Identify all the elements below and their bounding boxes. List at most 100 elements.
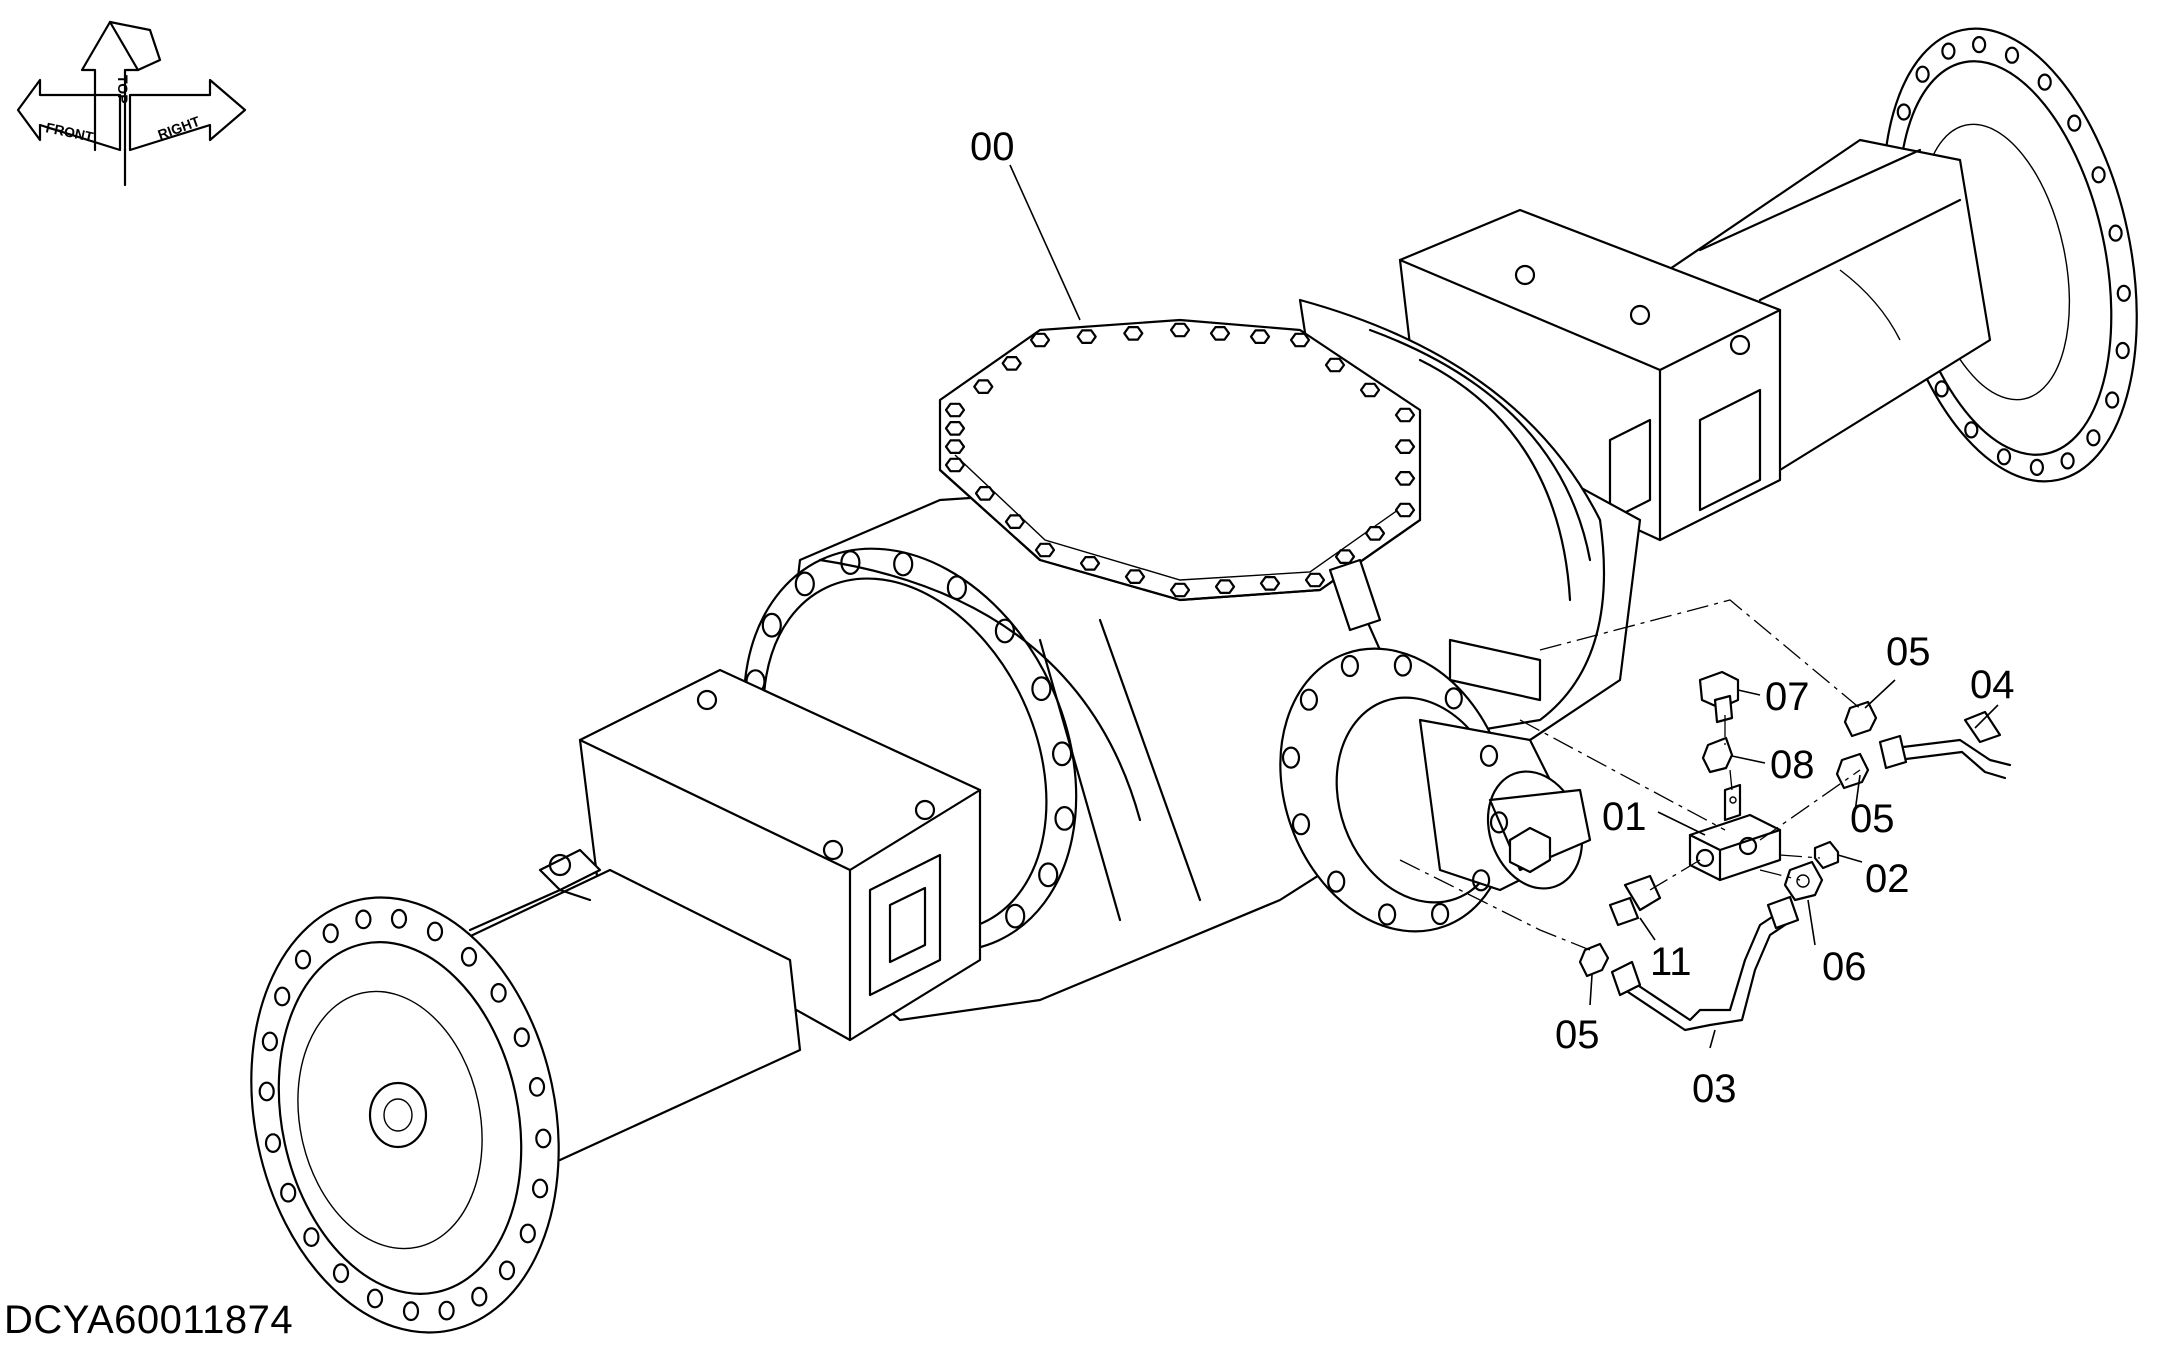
cover-bolt [1394,439,1416,454]
flange-bolt-hole [322,923,339,944]
flange-bolt-hole [274,986,291,1007]
pinion-flange-bolt [1340,654,1360,678]
pinion-flange-bolt [1444,687,1463,710]
flange-bolt-hole [2091,166,2106,184]
cover-bolt [1214,579,1236,595]
cover-bolt [1334,549,1356,565]
ring-bolt [893,551,914,577]
pinion-flange-bolt [1471,869,1491,892]
orientation-front-label: FRONT [44,119,95,145]
callout-03: 03 [1692,1067,1737,1111]
part-03-pipe [1610,895,1800,1032]
flange-bolt-hole [303,1227,320,1247]
cover-bolt [1359,382,1381,398]
assembly-lines [1399,599,1863,951]
cover-bolt [1324,357,1346,373]
flange-bolt-hole [2067,114,2082,132]
callout-05-middle: 05 [1850,797,1895,841]
ring-bolt [840,550,861,575]
cover-bolt [944,457,966,473]
pinion-flange-bolt [1299,688,1319,711]
cover-bolt [1169,582,1191,598]
flange-bolt-hole [264,1133,282,1153]
callout-07: 07 [1765,675,1810,719]
flange-bolt-hole [498,1260,516,1281]
pinion-flange-bolt [1430,902,1450,926]
ring-bolt [946,575,968,601]
flange-bolt-hole [355,909,372,930]
cover-bolt [944,439,966,454]
flange-bolt-hole [528,1076,546,1097]
cover-bolt [1076,329,1097,344]
flange-bolt-hole [490,983,507,1003]
flange-bolt-hole [1915,65,1930,83]
flange-bolt-hole [460,946,478,967]
flange-bolt-hole [2037,73,2052,91]
part-01-block [1688,783,1782,882]
part-02-plug [1813,840,1840,870]
part-08-fitting [1701,736,1734,774]
callout-05-top: 05 [1886,630,1931,674]
flange-bolt-hole [426,921,444,942]
ring-bolt [994,618,1016,644]
flange-bolt-hole [366,1288,384,1309]
cover-bolt [944,402,966,418]
flange-bolt-hole [513,1027,530,1048]
flange-bolt-hole [280,1182,297,1203]
cover-bolt [1394,407,1416,423]
flange-bolt-hole [438,1300,455,1321]
flange-bolt-hole [471,1286,488,1307]
part-05-fittings [1578,700,1878,978]
orientation-top-label: TOP [115,75,131,104]
flange-bolt-hole [2116,284,2131,302]
cover-bolt [944,421,966,436]
cover-bolt [1304,572,1326,588]
ring-bolt [1054,806,1075,831]
part-07-elbow [1698,670,1740,724]
callout-04: 04 [1970,663,2015,707]
orientation-right-label: RIGHT [156,113,203,143]
ring-bolt [1038,862,1059,888]
callout-05-bottom: 05 [1555,1013,1600,1057]
flange-bolt-hole [2115,341,2130,360]
callout-00: 00 [970,125,1015,169]
flange-bolt-hole [1996,448,2012,466]
flange-bolt-hole [1896,103,1911,121]
flange-bolt-hole [2004,46,2020,64]
cover-bolt [1209,326,1231,341]
flange-bolt-hole [535,1128,552,1149]
cover-bolt [1169,322,1191,338]
cover-bolt [1079,555,1101,571]
part-11-sensor [1608,874,1662,927]
drawing-code: DCYA60011874 [4,1298,294,1342]
part-06-elbow [1783,860,1824,902]
cover-bolt [1029,332,1051,348]
flange-bolt-hole [519,1223,536,1244]
orientation-icon: FRONT TOP RIGHT [16,20,247,187]
left-mount-bracket [578,668,982,1042]
callout-01: 01 [1602,795,1647,839]
pinion-flange-bolt [1327,870,1346,893]
flange-bolt-hole [2060,452,2075,470]
flange-bolt-hole [2086,429,2101,447]
flange-bolt-hole [2108,224,2123,242]
ring-bolt [794,571,815,597]
pinion-flange-bolt [1393,654,1413,677]
cover-bolt [1004,514,1026,530]
cover-bolt [1001,356,1022,371]
flange-bolt-hole [2105,391,2120,409]
pinion-flange-bolt [1377,903,1397,926]
flange-bolt-hole [402,1301,420,1322]
ring-bolt [761,612,782,638]
pinion-flange-bolt [1291,813,1311,836]
pinion-flange-bolt [1479,744,1499,767]
cover-bolt [974,486,996,501]
cover-bolt [1259,575,1281,591]
cover-bolt [973,379,994,394]
left-wheel-flange [250,896,560,1334]
ring-bolt [1031,676,1052,702]
flange-bolt-hole [390,908,408,929]
cover-bolt [1034,542,1056,558]
cover-bolt [1394,471,1416,486]
flange-bolt-hole [294,949,312,970]
